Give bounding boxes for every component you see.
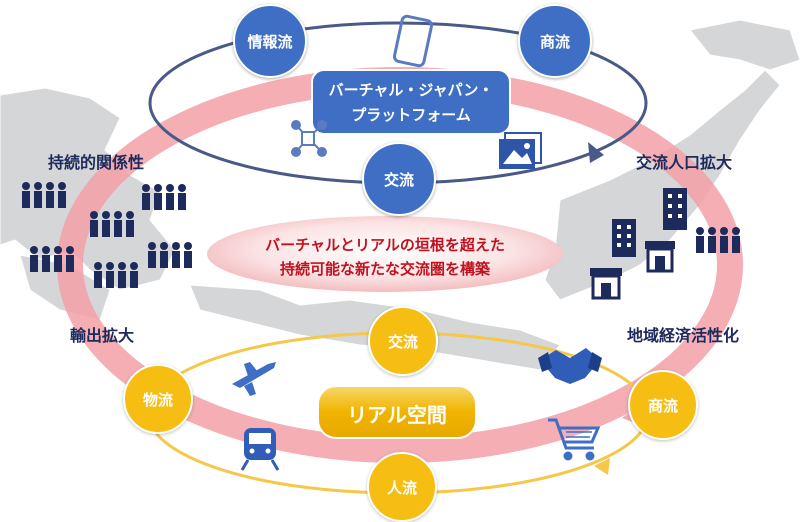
shop-icon-2 xyxy=(590,268,622,300)
network-icon xyxy=(291,120,327,157)
people-group-icons-left xyxy=(22,182,192,288)
real-space-title: リアル空間 xyxy=(347,403,447,427)
platform-box xyxy=(311,69,511,135)
platform-title-line1: バーチャル・ジャパン・ xyxy=(328,81,494,99)
people-icon-4 xyxy=(30,246,74,272)
map-landmass-japan xyxy=(544,69,781,301)
real-space-box xyxy=(317,385,477,439)
node-info-flow: 情報流 xyxy=(233,4,307,78)
building-icon-2 xyxy=(663,188,687,230)
platform-title-line2: プラットフォーム xyxy=(351,106,471,124)
label-export-expansion: 輸出拡大 xyxy=(70,326,135,345)
node-real-exchange: 交流 xyxy=(368,306,438,376)
people-icon-1 xyxy=(22,182,66,208)
shopping-cart-icon xyxy=(548,418,601,461)
people-group-icon-right xyxy=(696,227,740,253)
node-people-flow: 人流 xyxy=(367,452,437,522)
people-icon-3 xyxy=(90,211,134,237)
center-message-ellipse xyxy=(207,216,563,292)
node-real-commerce: 商流 xyxy=(628,370,698,440)
picture-icon xyxy=(499,132,542,169)
map-landmass-north xyxy=(689,19,800,71)
node-logistics: 物流 xyxy=(123,364,193,434)
label-exchange-population: 交流人口拡大 xyxy=(636,153,733,172)
real-cycle-arrowhead xyxy=(594,458,610,475)
people-icon-2 xyxy=(142,184,186,210)
handshake-icon xyxy=(538,348,602,384)
people-icon-6 xyxy=(94,262,138,288)
smartphone-icon xyxy=(392,14,434,68)
label-sustained-relationship: 持続的関係性 xyxy=(48,153,145,172)
node-virtual-exchange: 交流 xyxy=(362,142,436,216)
virtual-cycle-arrowhead xyxy=(588,142,604,163)
shop-icon-1 xyxy=(645,241,675,273)
train-icon xyxy=(240,428,280,471)
node-virtual-commerce: 商流 xyxy=(518,4,592,78)
building-icon-1 xyxy=(612,219,636,257)
airplane-icon xyxy=(232,362,276,396)
people-icon-5 xyxy=(148,242,192,268)
label-regional-economy: 地域経済活性化 xyxy=(627,326,740,345)
center-message-line2: 持続可能な新たな交流圏を構築 xyxy=(279,260,490,278)
center-message-line1: バーチャルとリアルの垣根を超えた xyxy=(265,236,505,254)
